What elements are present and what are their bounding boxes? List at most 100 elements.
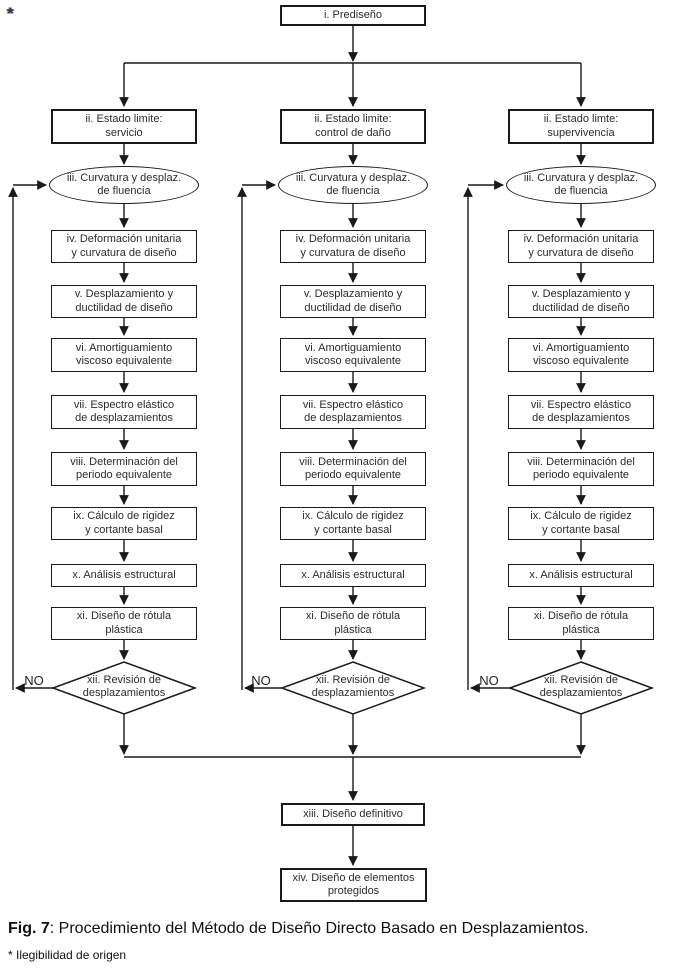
flow-node-design-displacement-col0: v. Desplazamiento y ductilidad de diseño <box>51 285 197 318</box>
node-line2: de fluencia <box>97 185 151 197</box>
node-line1: ix. Cálculo de rigidez <box>73 510 175 522</box>
node-line2: supervivencia <box>547 126 615 139</box>
flow-node-equivalent-period-col2: viii. Determinación del periodo equivale… <box>508 452 654 486</box>
node-line2: y curvatura de diseño <box>300 246 406 259</box>
flow-node-stiffness-shear-col2: ix. Cálculo de rigidez y cortante basal <box>508 507 654 540</box>
node-line2: desplazamientos <box>311 687 395 699</box>
node-line1: x. Análisis estructural <box>529 568 633 581</box>
flow-node-elastic-spectrum-col2: vii. Espectro elástico de desplazamiento… <box>508 395 654 429</box>
node-line1: xii. Revisión de <box>316 674 390 686</box>
flow-node-structural-analysis-col2: x. Análisis estructural <box>508 564 654 587</box>
decision-no-label-col0: NO <box>24 673 44 688</box>
node-line1: xi. Diseño de rótula <box>305 610 401 622</box>
flow-node-protected-elements: xiv. Diseño de elementos protegidos <box>280 868 427 902</box>
illegible-marker: * <box>7 4 14 23</box>
flow-node-design-displacement-col1: v. Desplazamiento y ductilidad de diseño <box>280 285 426 318</box>
node-line1: xii. Revisión de <box>87 674 161 686</box>
node-line2: control de daño <box>315 126 391 139</box>
flow-node-stiffness-shear-col0: ix. Cálculo de rigidez y cortante basal <box>51 507 197 540</box>
node-line1: xiii. Diseño definitivo <box>303 807 403 820</box>
node-line1: ix. Cálculo de rigidez <box>530 510 632 522</box>
flow-node-design-strain-col2: iv. Deformación unitaria y curvatura de … <box>508 230 654 263</box>
node-line2: ductilidad de diseño <box>532 301 630 314</box>
node-line1: iii. Curvatura y desplaz. <box>66 171 182 184</box>
flow-node-limit-state-supervivencia: ii. Estado limte: supervivencia <box>508 109 654 144</box>
node-line1: vii. Espectro elástico <box>302 398 404 411</box>
node-line2: ductilidad de diseño <box>75 301 173 314</box>
node-line1: x. Análisis estructural <box>72 568 176 581</box>
node-line1: xii. Revisión de <box>544 674 618 686</box>
node-line1: ii. Estado limte: <box>543 113 619 125</box>
flow-node-predesign: i. Prediseño <box>280 5 426 26</box>
node-line2: y cortante basal <box>542 523 620 536</box>
node-line1: vi. Amortiguamiento <box>532 341 630 354</box>
flow-node-limit-state-servicio: ii. Estado limite: servicio <box>51 109 197 144</box>
node-line2: de fluencia <box>326 185 380 197</box>
flow-node-design-strain-col1: iv. Deformación unitaria y curvatura de … <box>280 230 426 263</box>
flow-node-structural-analysis-col1: x. Análisis estructural <box>280 564 426 587</box>
node-line1: x. Análisis estructural <box>301 568 405 581</box>
decision-no-label-col1: NO <box>251 673 271 688</box>
flow-node-design-displacement-col2: v. Desplazamiento y ductilidad de diseño <box>508 285 654 318</box>
node-line2: periodo equivalente <box>304 469 402 481</box>
node-line2: periodo equivalente <box>75 469 173 481</box>
node-line1: vii. Espectro elástico <box>73 398 175 411</box>
flow-node-limit-state-control-dano: ii. Estado limite: control de daño <box>280 109 426 144</box>
flow-node-equivalent-period-col0: viii. Determinación del periodo equivale… <box>51 452 197 486</box>
node-line1: v. Desplazamiento y <box>74 288 174 300</box>
node-line1: iii. Curvatura y desplaz. <box>523 171 639 184</box>
flow-node-equivalent-damping-col1: vi. Amortiguamiento viscoso equivalente <box>280 338 426 372</box>
node-line2: y curvatura de diseño <box>528 246 634 259</box>
node-line1: iii. Curvatura y desplaz. <box>295 171 411 184</box>
node-label: i. Prediseño <box>323 8 383 21</box>
flow-node-elastic-spectrum-col0: vii. Espectro elástico de desplazamiento… <box>51 395 197 429</box>
node-line1: v. Desplazamiento y <box>531 288 631 300</box>
node-line2: de desplazamientos <box>304 412 402 424</box>
flow-node-equivalent-damping-col0: vi. Amortiguamiento viscoso equivalente <box>51 338 197 372</box>
node-line2: y cortante basal <box>85 523 163 536</box>
node-line2: de fluencia <box>554 185 608 197</box>
node-line1: ii. Estado limite: <box>85 113 163 125</box>
figure-footnote: * Ilegibilidad de origen <box>8 948 127 962</box>
node-line1: iv. Deformación unitaria <box>295 233 411 245</box>
node-line2: protegidos <box>327 885 380 897</box>
flow-node-structural-analysis-col0: x. Análisis estructural <box>51 564 197 587</box>
node-line1: xi. Diseño de rótula <box>76 610 172 622</box>
node-line1: vii. Espectro elástico <box>530 398 632 411</box>
flow-decision-displacement-check-col1: xii. Revisión de desplazamientos <box>280 674 426 700</box>
node-line1: ix. Cálculo de rigidez <box>302 510 404 522</box>
flow-node-plastic-hinge-col2: xi. Diseño de rótula plástica <box>508 607 654 640</box>
flow-node-design-strain-col0: iv. Deformación unitaria y curvatura de … <box>51 230 197 263</box>
node-line2: de desplazamientos <box>75 412 173 424</box>
node-line2: y curvatura de diseño <box>71 246 177 259</box>
figure-caption: Fig. 7: Procedimiento del Método de Dise… <box>8 920 680 938</box>
flowchart: i. Prediseño ii. Estado limite: servicio… <box>8 5 656 902</box>
flow-node-yield-curvature-col1: iii. Curvatura y desplaz. de fluencia <box>278 166 428 204</box>
node-line2: plástica <box>105 623 143 636</box>
node-line1: iv. Deformación unitaria <box>66 233 182 245</box>
flow-decision-displacement-check-col2: xii. Revisión de desplazamientos <box>508 674 654 700</box>
node-line2: plástica <box>334 623 372 636</box>
flow-node-plastic-hinge-col0: xi. Diseño de rótula plástica <box>51 607 197 640</box>
node-line1: ii. Estado limite: <box>314 113 392 125</box>
node-line1: viii. Determinación del <box>299 455 407 468</box>
node-line2: plástica <box>562 623 600 636</box>
node-line2: viscoso equivalente <box>532 355 629 367</box>
node-line2: desplazamientos <box>82 687 166 699</box>
flow-node-elastic-spectrum-col1: vii. Espectro elástico de desplazamiento… <box>280 395 426 429</box>
flow-node-yield-curvature-col0: iii. Curvatura y desplaz. de fluencia <box>49 166 199 204</box>
flow-arrows <box>8 26 655 866</box>
node-line2: periodo equivalente <box>532 469 630 481</box>
flow-decision-displacement-check-col0: xii. Revisión de desplazamientos <box>51 674 197 700</box>
node-line1: vi. Amortiguamiento <box>75 341 173 354</box>
node-line2: desplazamientos <box>539 687 623 699</box>
node-line1: xiv. Diseño de elementos <box>292 871 415 884</box>
node-line1: xi. Diseño de rótula <box>533 610 629 622</box>
node-line1: v. Desplazamiento y <box>303 288 403 300</box>
node-line2: servicio <box>105 126 143 139</box>
flow-node-final-design: xiii. Diseño definitivo <box>281 803 425 826</box>
node-line1: vi. Amortiguamiento <box>304 341 402 354</box>
node-line2: viscoso equivalente <box>304 355 401 367</box>
node-line1: viii. Determinación del <box>527 455 635 468</box>
node-line1: viii. Determinación del <box>70 455 178 468</box>
